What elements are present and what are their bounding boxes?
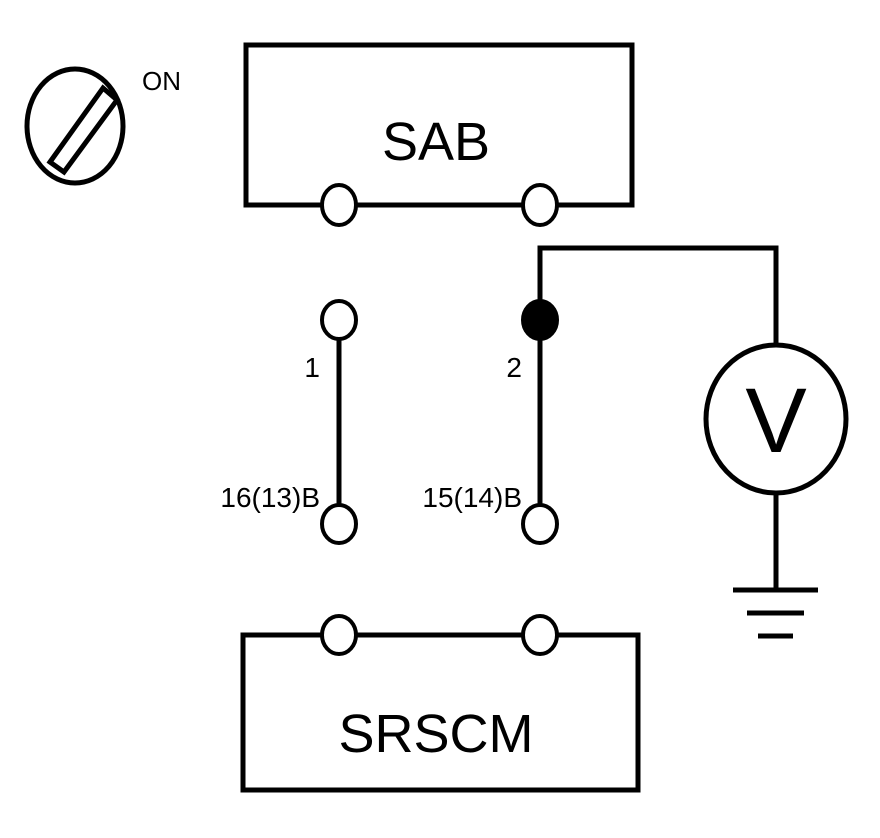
- sab-component: [243, 42, 635, 208]
- srscm-terminal-16: [320, 614, 358, 656]
- voltmeter-lead: [537, 245, 779, 345]
- srscm-terminal-15: [521, 614, 559, 656]
- pin-2-label: 2: [506, 352, 522, 383]
- srscm-component: [240, 632, 641, 793]
- srscm-label: SRSCM: [338, 704, 533, 764]
- ground-icon: [733, 587, 818, 639]
- pin-16-label: 16(13)B: [220, 482, 320, 513]
- connector-pin-1: [320, 299, 358, 341]
- connector-pin-15: [521, 503, 559, 545]
- pin-1-label: 1: [304, 352, 320, 383]
- pin-15-label: 15(14)B: [422, 482, 522, 513]
- ignition-key-icon: [24, 66, 126, 186]
- voltmeter-symbol: V: [745, 370, 806, 472]
- connector-pin-16: [320, 503, 358, 545]
- sab-label: SAB: [382, 112, 490, 172]
- sab-terminal-1: [320, 183, 358, 227]
- sab-terminal-2: [521, 183, 559, 227]
- ignition-on-label: ON: [142, 66, 181, 96]
